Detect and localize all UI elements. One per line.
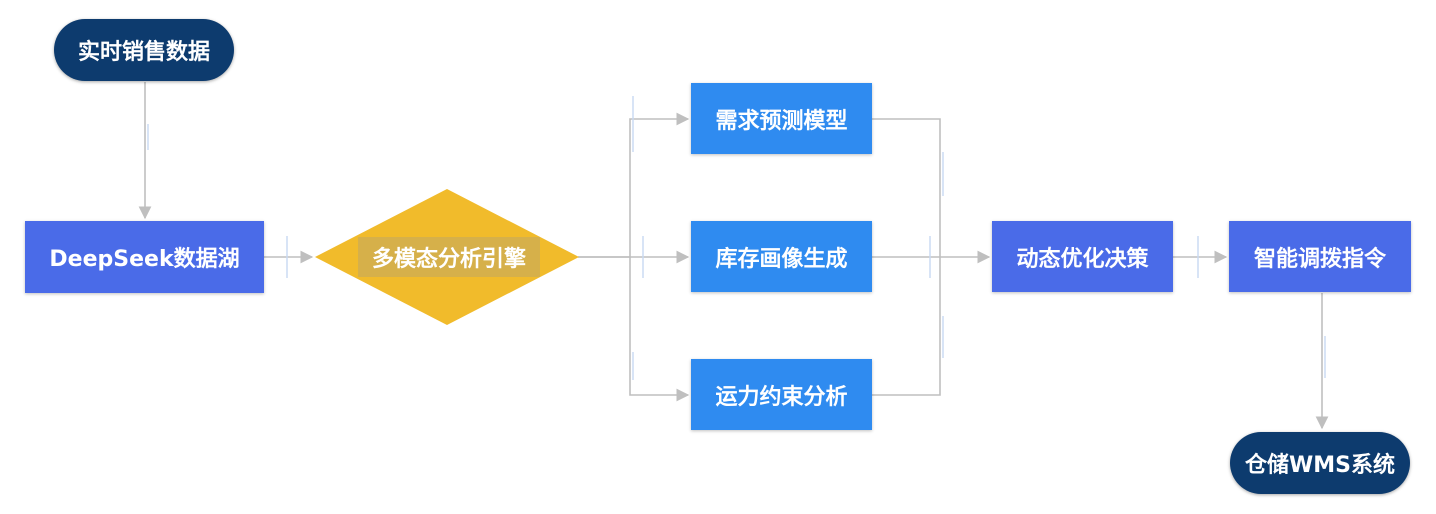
node-demand-forecast: 需求预测模型 (691, 83, 872, 154)
node-deepseek-lake: DeepSeek数据湖 (25, 221, 264, 293)
node-warehouse-wms: 仓储WMS系统 (1230, 432, 1410, 494)
node-capacity-constraint: 运力约束分析 (691, 359, 872, 430)
node-dynamic-decision: 动态优化决策 (992, 221, 1173, 292)
node-multimodal-engine-label: 多模态分析引擎 (358, 237, 540, 277)
node-smart-dispatch: 智能调拨指令 (1229, 221, 1411, 292)
edge-capacity-to-decision (872, 257, 941, 396)
node-realtime-sales: 实时销售数据 (54, 19, 234, 81)
edge-forecast-to-decision (872, 118, 941, 257)
node-inventory-profile: 库存画像生成 (691, 221, 872, 292)
edge-engine-to-capacity (629, 257, 690, 402)
